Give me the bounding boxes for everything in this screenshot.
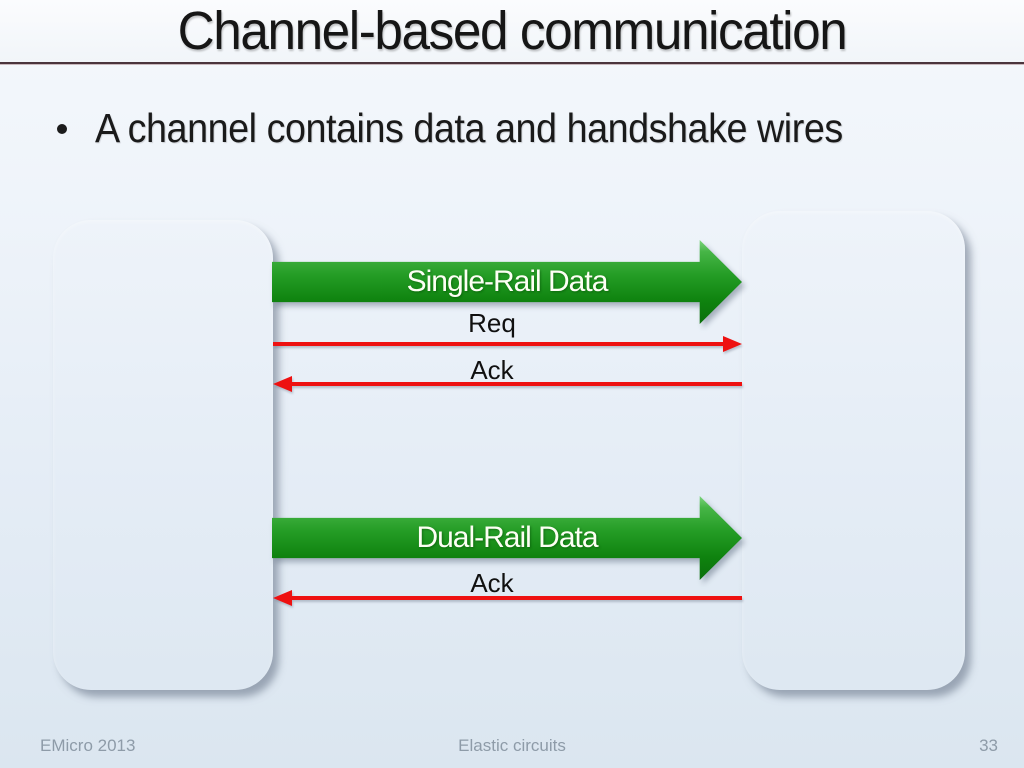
ack-label-lower: Ack (470, 568, 514, 598)
footer-title: Elastic circuits (458, 736, 566, 755)
receiver-block (742, 211, 965, 690)
req-wire (273, 336, 742, 352)
ack-wire-lower (273, 590, 742, 606)
bullet-icon (57, 124, 67, 134)
arrowhead-left-icon (273, 590, 292, 606)
page-title: Channel-based communication (177, 1, 848, 61)
title-divider (0, 62, 1024, 64)
page-number: 33 (979, 736, 998, 755)
req-label: Req (468, 308, 516, 338)
ack-label-upper: Ack (470, 355, 514, 385)
arrowhead-left-icon (273, 376, 292, 392)
slide-footer: EMicro 2013 Elastic circuits 33 (0, 736, 1024, 760)
wire-line (290, 382, 742, 386)
sender-block (53, 220, 273, 690)
footer-event: EMicro 2013 (40, 736, 136, 755)
dual-rail-data-arrow: Dual-Rail Data (272, 496, 742, 580)
single-rail-data-label: Single-Rail Data (406, 264, 609, 298)
bullet-item: A channel contains data and handshake wi… (57, 104, 908, 153)
ack-wire-upper (273, 376, 742, 392)
title-bar: Channel-based communication (0, 0, 1024, 62)
wire-line (290, 596, 742, 600)
bullet-text: A channel contains data and handshake wi… (95, 105, 843, 151)
single-rail-data-arrow: Single-Rail Data (272, 240, 742, 324)
arrowhead-right-icon (723, 336, 742, 352)
wire-line (273, 342, 725, 346)
dual-rail-data-label: Dual-Rail Data (416, 520, 598, 554)
